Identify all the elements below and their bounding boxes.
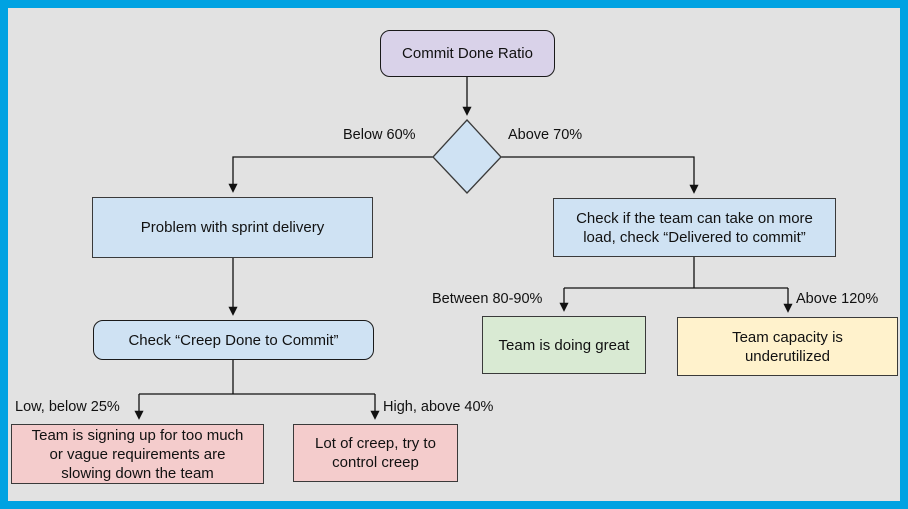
- edge-label-high-above-40: High, above 40%: [383, 399, 494, 415]
- node-team-doing-great: Team is doing great: [482, 316, 646, 374]
- node-check-team-load: Check if the team can take on more load,…: [553, 198, 836, 257]
- node-commit-done-ratio: Commit Done Ratio: [380, 30, 555, 77]
- edge-label-below-60: Below 60%: [343, 127, 416, 143]
- node-problem-sprint-delivery: Problem with sprint delivery: [92, 197, 373, 258]
- node-signing-up-too-much: Team is signing up for too much or vague…: [11, 424, 264, 484]
- edge-label-above-120: Above 120%: [796, 291, 879, 307]
- node-signing-up-too-much-label: Team is signing up for too much or vague…: [31, 426, 244, 482]
- decision-diamond: [432, 119, 502, 194]
- connector-decision-to-problem: [228, 156, 433, 193]
- edge-label-between-80-90: Between 80-90%: [432, 291, 543, 307]
- node-problem-sprint-delivery-label: Problem with sprint delivery: [140, 219, 325, 236]
- node-control-creep: Lot of creep, try to control creep: [293, 424, 458, 482]
- connector-creep-split: [139, 360, 375, 395]
- node-check-team-load-label: Check if the team can take on more load,…: [576, 209, 813, 246]
- edge-label-above-70: Above 70%: [508, 127, 583, 143]
- connector-load-split: [564, 257, 788, 289]
- node-check-creep-done-to-commit-label: Check “Creep Done to Commit”: [128, 331, 339, 349]
- node-control-creep-label: Lot of creep, try to control creep: [315, 435, 436, 471]
- connector-group: [134, 77, 793, 420]
- node-check-creep-done-to-commit: Check “Creep Done to Commit”: [93, 320, 374, 360]
- node-team-capacity-underutilized-label: Team capacity is underutilized: [732, 328, 843, 365]
- node-team-capacity-underutilized: Team capacity is underutilized: [677, 317, 898, 376]
- edge-label-low-below-25: Low, below 25%: [15, 399, 120, 415]
- node-team-doing-great-label: Team is doing great: [498, 336, 630, 354]
- connector-decision-to-checkload: [501, 156, 699, 194]
- node-commit-done-ratio-label: Commit Done Ratio: [402, 45, 533, 62]
